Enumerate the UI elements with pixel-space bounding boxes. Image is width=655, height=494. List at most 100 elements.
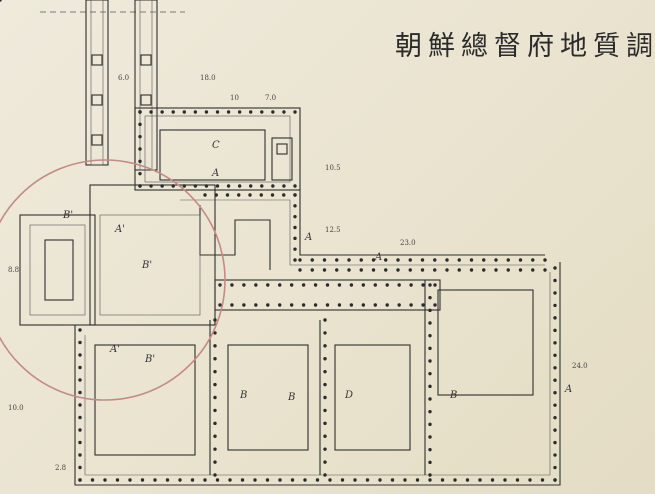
pile-dot [78,353,82,357]
pile-dot [78,390,82,395]
pile-dot [409,303,413,307]
pile-dot [553,366,557,370]
pile-dot [253,478,257,482]
pile-dot [384,268,388,272]
pile-dot [265,478,270,482]
pile-dot [78,328,82,332]
pile-dot [153,478,157,482]
pile-dot [242,283,246,287]
pile-dot [218,303,222,307]
dimension-horizontal-1: 23.0 [400,239,416,247]
pile-dot [506,258,510,262]
pile-dot [415,478,420,482]
pile-dot [215,478,220,482]
label-b-prime-1: B' [62,210,73,221]
pile-dot [553,328,557,333]
pile-dot [289,283,294,287]
pile-dot [213,331,217,335]
pile-dot [528,478,532,482]
pile-dot [254,303,258,307]
pile-dot [337,283,342,287]
pile-dot [335,268,339,272]
pile-dot [396,258,400,262]
pile-dot [482,258,486,262]
pile-dot [140,478,145,482]
pile-dot [301,303,306,307]
pile-dot [518,258,523,262]
dimension-top-3: 10 [230,94,239,102]
pile-dot [428,346,432,351]
pile-dot [531,258,535,262]
pile-dot [149,184,153,188]
pile-dot [553,391,557,395]
left-wing [19,184,216,326]
pile-dot [193,110,198,114]
label-a-prime-1: A' [114,224,125,235]
pile-dot [0,0,2,2]
pile-dot [553,478,557,482]
pile-dot [260,184,264,188]
pile-dot [428,460,432,465]
pile-dot [78,415,82,420]
pile-dot [433,283,437,287]
pile-dot [240,478,245,482]
label-a-mid: A [304,232,312,243]
pile-dot [254,283,258,287]
pile-dot [322,268,327,272]
pile-dot [138,184,142,188]
label-b-right: B [449,390,457,401]
pile-dot [371,258,376,262]
pile-dot [478,478,482,482]
pile-dot [337,303,342,307]
lower-perimeter [74,262,561,486]
label-a-prime-2: A' [109,344,120,355]
pile-dot [213,369,217,374]
pile-dot [359,268,363,272]
pile-dot [213,421,217,426]
pile-dot [230,283,234,287]
pile-dot [428,447,432,452]
pile-dot [553,453,557,457]
pile-dot [138,147,142,151]
pile-dot [465,478,470,482]
pile-dot [323,382,327,387]
pile-dot [482,268,486,272]
pile-dot [213,408,217,413]
pile-dot [260,110,264,114]
pile-dot [353,478,357,482]
pile-dot [78,440,82,445]
pile-dot [335,258,339,262]
pile-dot [323,421,327,426]
pile-dot [78,453,82,457]
pile-dot [428,435,432,439]
pile-dot [213,382,217,387]
pile-dot [171,110,175,114]
pile-dot [457,268,461,272]
pile-dot [78,365,82,370]
pile-dot [182,110,186,114]
pile-dot [303,478,307,482]
pile-dot [428,422,432,427]
pile-dot [78,403,82,407]
pile-dot [323,318,327,322]
pile-dot [371,268,376,272]
pile-dot [397,283,401,287]
label-a-right: A [564,384,572,395]
pile-dot [178,478,182,482]
pile-dot [226,184,231,188]
pile-dot [323,447,327,451]
pile-dot [138,159,142,164]
pile-dot [218,283,222,287]
pile-dot [420,268,425,272]
dimension-left-2: 10.0 [8,404,24,412]
pile-dot [301,283,306,287]
pile-dot [228,478,232,482]
pile-dot [293,204,297,208]
pile-dot [298,258,302,262]
pile-dot [385,283,389,287]
pile-dot [138,171,142,176]
pile-dot [323,344,327,348]
pile-dot [428,478,432,482]
pile-dot [325,303,330,307]
pile-dot [226,110,231,114]
